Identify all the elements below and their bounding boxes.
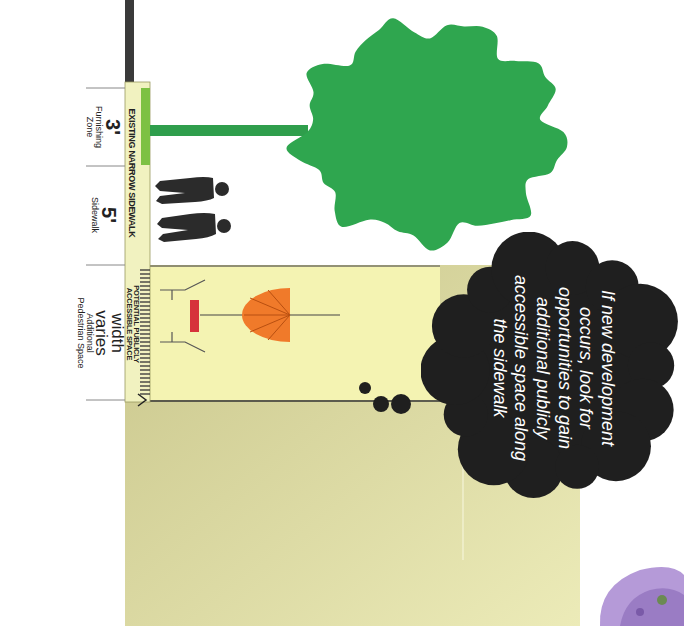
tree-canopy bbox=[286, 18, 567, 250]
thought-bubbles bbox=[359, 382, 411, 414]
edge-line bbox=[128, 400, 462, 402]
label-group: EXISTING NARROW SIDEWALK bbox=[125, 84, 139, 262]
callout-text: If new development occurs, look for oppo… bbox=[488, 266, 618, 471]
ground-strip bbox=[125, 82, 150, 402]
plaza-area bbox=[150, 267, 440, 400]
zone-label: POTENTIAL PUBLICLY ACCESSIBLE SPACE bbox=[126, 279, 141, 369]
dimension-label: 3' bbox=[103, 119, 123, 135]
dimension-label: 5' bbox=[99, 207, 119, 223]
furnishing-strip bbox=[141, 88, 150, 165]
zone-label: Furnishing Zone bbox=[85, 97, 104, 157]
zone-label: Additional Pedestrian Space bbox=[75, 293, 94, 373]
thought-cloud: If new development occurs, look for oppo… bbox=[421, 232, 684, 504]
tree-trunk bbox=[150, 125, 308, 136]
pedestrians bbox=[155, 177, 231, 242]
corner-picture bbox=[600, 567, 684, 626]
label-group: 3'Furnishing Zone bbox=[83, 88, 125, 166]
arrow-mark bbox=[138, 394, 146, 406]
cafe-furniture bbox=[160, 280, 340, 352]
edge-line bbox=[150, 266, 440, 267]
building-face bbox=[125, 0, 134, 82]
label-group: 5'Sidewalk bbox=[83, 166, 125, 264]
hatching bbox=[140, 268, 150, 395]
dimension-label: width varies bbox=[94, 302, 125, 364]
zone-label: Sidewalk bbox=[89, 197, 98, 233]
label-group: width variesAdditional Pedestrian Space bbox=[75, 267, 125, 399]
label-group: POTENTIAL PUBLICLY ACCESSIBLE SPACE bbox=[125, 268, 141, 380]
zone-label: EXISTING NARROW SIDEWALK bbox=[128, 109, 137, 238]
